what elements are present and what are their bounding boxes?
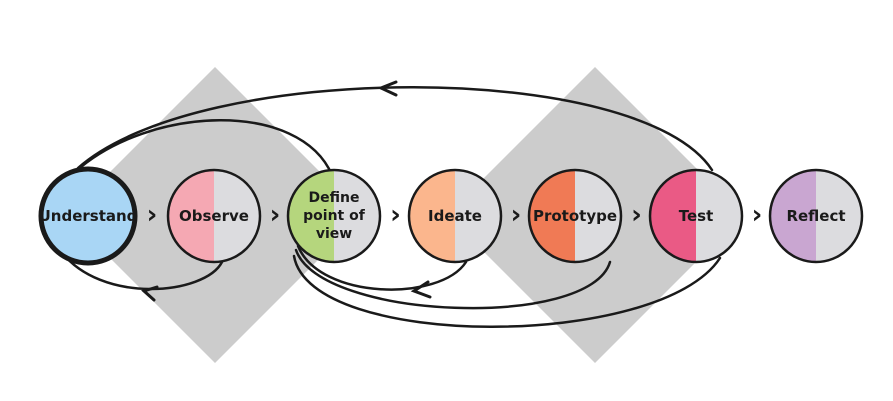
stage-prototype: Prototype (527, 168, 623, 264)
stage-observe-outline (166, 168, 262, 264)
flow-chevron-icon: › (147, 200, 158, 230)
loop-test-to-understand (76, 86, 714, 172)
stage-test: Test (648, 168, 744, 264)
loop-arrowhead-bottom-left (141, 285, 159, 302)
stage-define-label: point of (303, 208, 366, 224)
stage-reflect-label: Reflect (786, 207, 845, 225)
flow-chevron-icon: › (390, 200, 401, 230)
loop-arrowhead-top (377, 80, 398, 97)
stage-ideate-outline (407, 168, 503, 264)
stage-define-outline (286, 168, 382, 264)
stage-reflect-outline (768, 168, 864, 264)
stage-define-label: Define (309, 190, 360, 206)
flow-chevron-icon: › (270, 200, 281, 230)
loop-define-to-prototype (294, 248, 612, 310)
stage-prototype-outline (527, 168, 623, 264)
stage-test-outline (648, 168, 744, 264)
stage-define: Define point of view (286, 168, 382, 264)
flow-chevron-icon: › (631, 200, 642, 230)
loop-define-to-ideate (296, 244, 468, 291)
stage-understand-outline (38, 166, 138, 266)
stage-understand-label: Understand (39, 207, 138, 225)
stage-test-label: Test (679, 207, 714, 225)
stage-observe-label: Observe (179, 207, 249, 225)
stage-ideate: Ideate (407, 168, 503, 264)
loop-define-to-test (292, 254, 722, 328)
loop-define-to-understand-top (73, 119, 334, 177)
stage-understand: Understand (38, 166, 138, 266)
stage-prototype-label: Prototype (533, 207, 617, 225)
stage-understand-fill (41, 169, 135, 263)
flow-chevron-icon: › (752, 200, 763, 230)
stage-define-label: view (316, 226, 352, 242)
stage-ideate-label: Ideate (428, 207, 482, 225)
loop-arrowhead-bottom-mid (410, 280, 432, 299)
flow-chevron-icon: › (511, 200, 522, 230)
stage-reflect: Reflect (768, 168, 864, 264)
stage-observe: Observe (166, 168, 262, 264)
